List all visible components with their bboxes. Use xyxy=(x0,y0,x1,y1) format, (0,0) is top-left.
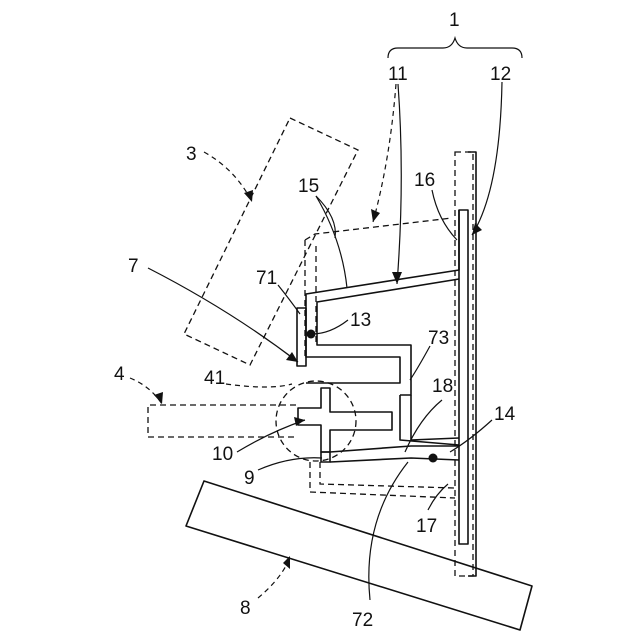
plate-12-body xyxy=(459,210,468,544)
leader-11-a xyxy=(397,84,401,284)
leader-9 xyxy=(258,458,322,470)
label-part-17: 17 xyxy=(416,516,437,537)
contact-arm-lower xyxy=(330,446,459,462)
leader-41 xyxy=(226,384,292,387)
label-part-10: 10 xyxy=(212,444,233,465)
label-part-9: 9 xyxy=(244,468,255,489)
assembly-brace xyxy=(388,38,522,58)
component-41-circle xyxy=(276,381,356,461)
label-part-13: 13 xyxy=(350,310,371,331)
leader-14 xyxy=(450,420,492,452)
label-part-8: 8 xyxy=(240,598,251,619)
arrowhead-3 xyxy=(244,190,253,202)
connector-10 xyxy=(298,388,392,452)
label-part-16: 16 xyxy=(414,170,435,191)
label-plate-12: 12 xyxy=(490,64,511,85)
plate-12-outline xyxy=(455,152,473,576)
plate-12-edge xyxy=(468,152,476,576)
leader-72 xyxy=(369,462,408,600)
spring-arm-73 xyxy=(411,395,459,440)
leader-71 xyxy=(278,285,300,314)
label-part-71: 71 xyxy=(256,268,277,289)
label-part-18: 18 xyxy=(432,376,453,397)
component-3-outline xyxy=(184,118,358,365)
leader-4 xyxy=(130,378,162,404)
arrowhead-4 xyxy=(154,392,163,404)
contact-point-14 xyxy=(429,454,438,463)
leader-3 xyxy=(204,152,252,202)
label-part-4: 4 xyxy=(114,364,125,385)
holder-11-envelope-lower xyxy=(310,462,455,498)
leader-11-b xyxy=(373,84,396,222)
leader-73 xyxy=(410,346,430,380)
label-part-41: 41 xyxy=(204,368,225,389)
label-part-14: 14 xyxy=(494,404,516,425)
arrowhead-11-a xyxy=(392,272,402,284)
label-part-72: 72 xyxy=(352,610,373,631)
leader-15-a xyxy=(316,196,335,238)
label-holder-11: 11 xyxy=(388,64,408,85)
label-part-3: 3 xyxy=(186,144,197,165)
leader-16 xyxy=(432,190,457,240)
label-assembly-1: 1 xyxy=(449,10,460,31)
clamp-71 xyxy=(297,308,306,366)
label-part-15: 15 xyxy=(298,176,319,197)
leader-15-b xyxy=(316,196,347,288)
component-8-body xyxy=(186,481,532,630)
leader-10 xyxy=(237,420,305,452)
label-part-73: 73 xyxy=(428,328,449,349)
label-part-7: 7 xyxy=(128,256,139,277)
